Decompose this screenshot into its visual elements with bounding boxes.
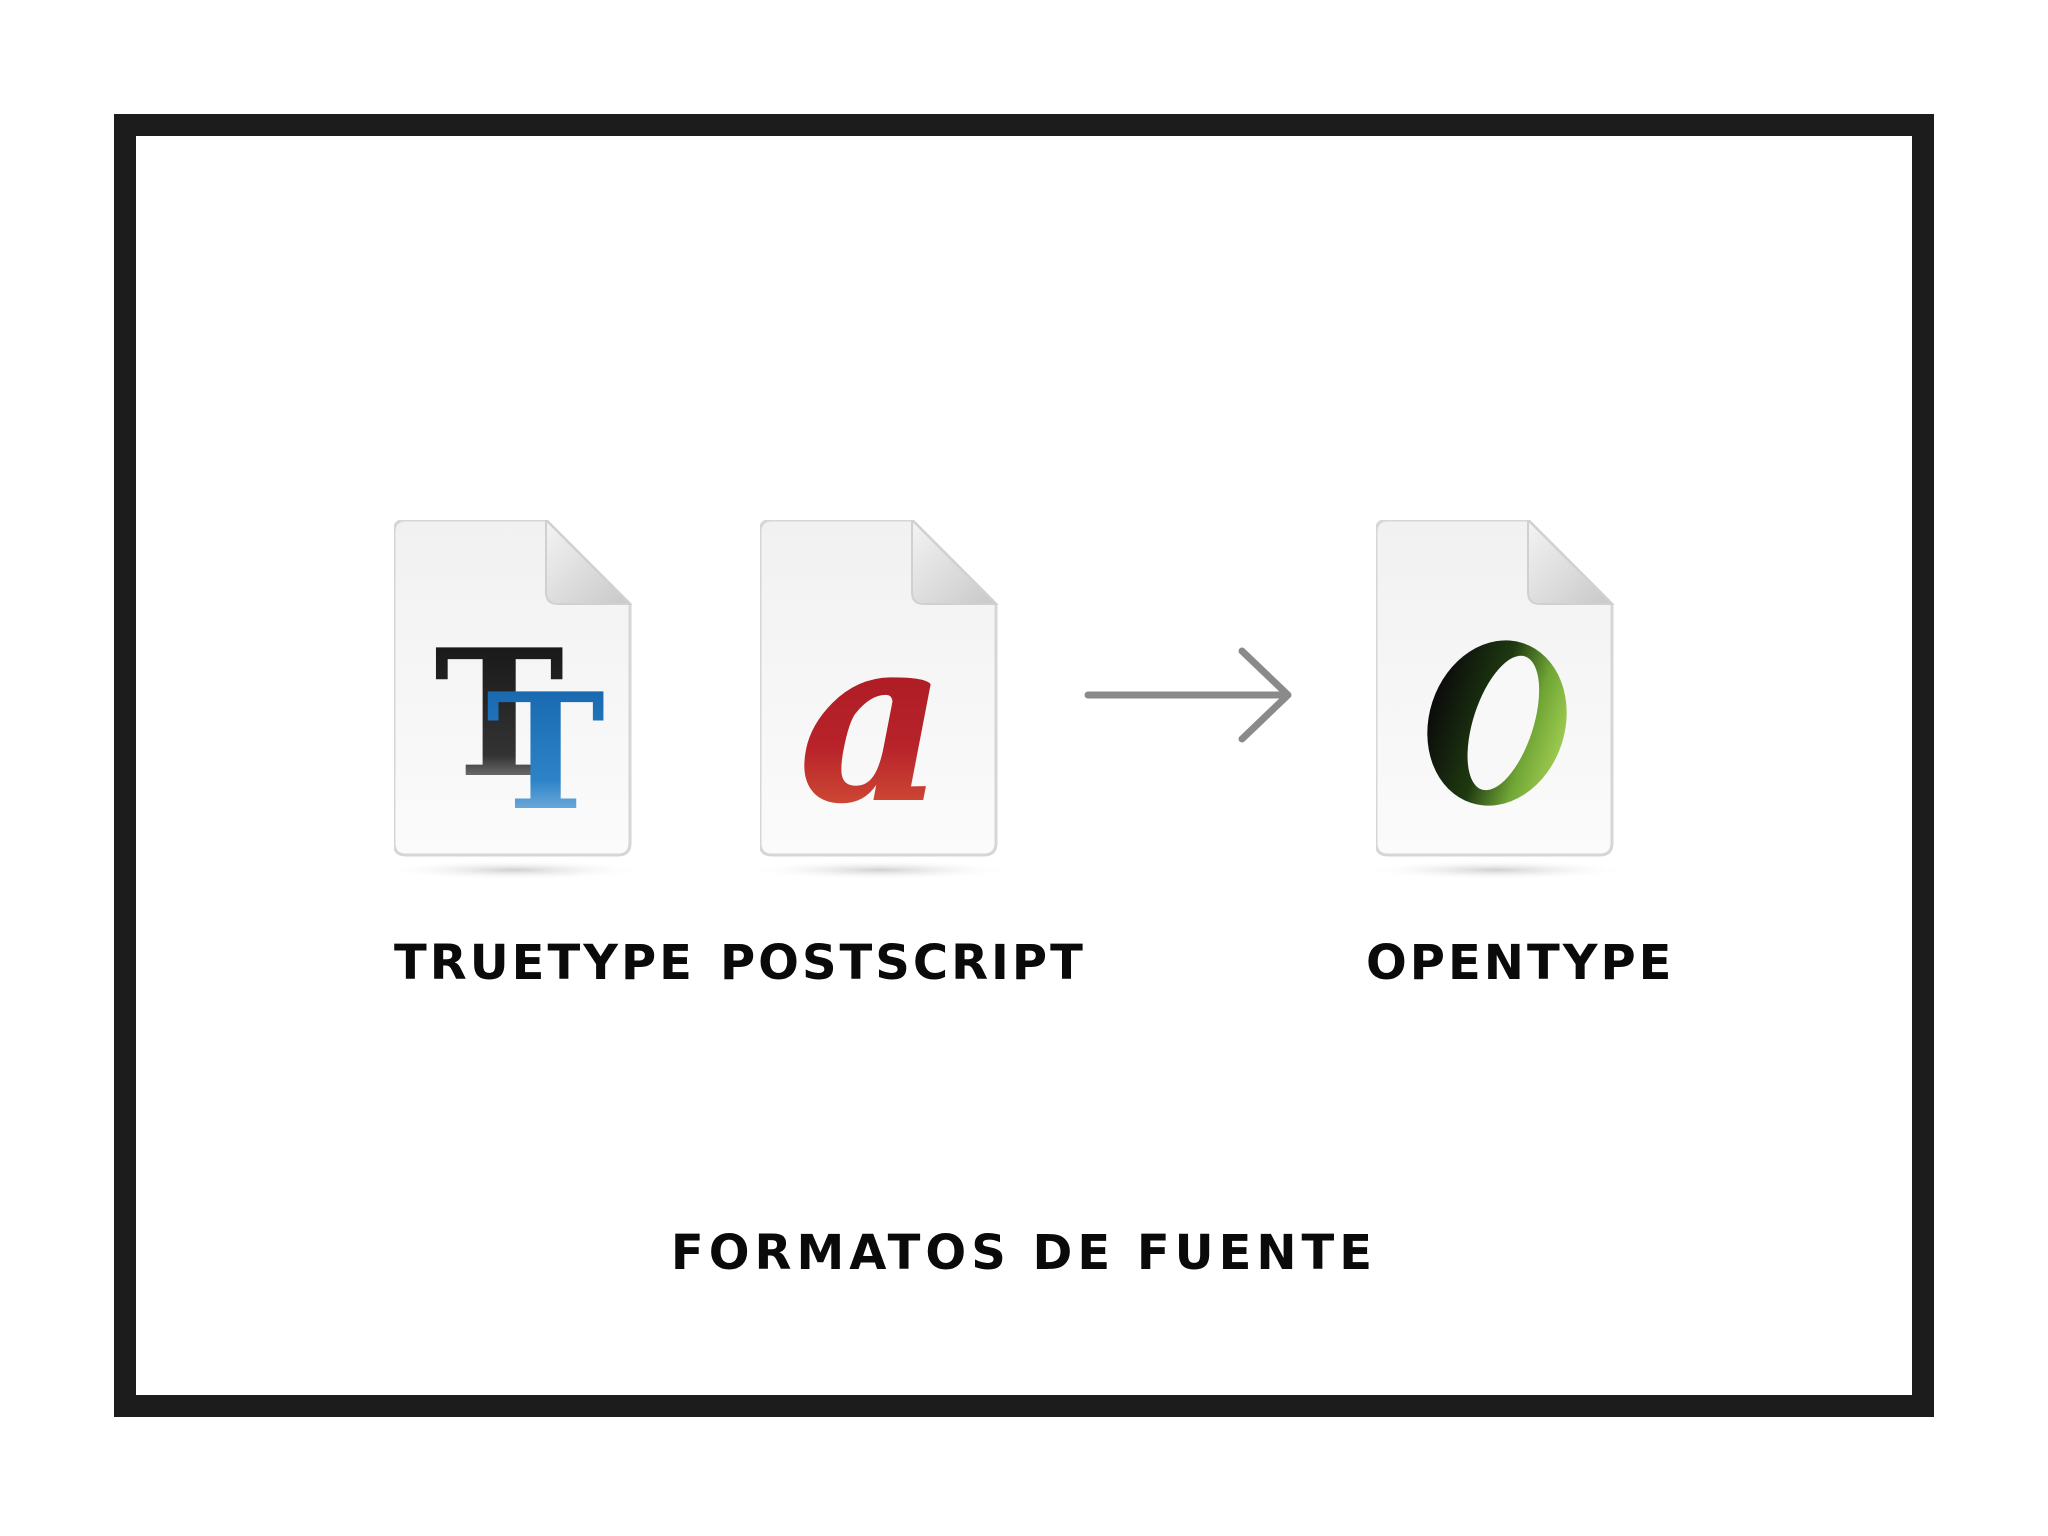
diagram-caption: FORMATOS DE FUENTE xyxy=(670,1225,1378,1281)
opentype-label: OPENTYPE xyxy=(1366,935,1675,991)
opentype-glyph xyxy=(1427,640,1567,806)
postscript-file-icon: a xyxy=(760,520,1000,880)
truetype-file-icon: T T xyxy=(394,520,634,880)
postscript-glyph: a xyxy=(798,585,947,855)
opentype-file-icon xyxy=(1376,520,1616,880)
truetype-label: TRUETYPE xyxy=(394,935,695,991)
truetype-glyph-dark: T xyxy=(434,612,564,817)
right-arrow-icon xyxy=(1080,645,1300,749)
diagram-frame xyxy=(114,114,1934,1417)
truetype-glyph-accent: T xyxy=(486,658,605,846)
postscript-label: POSTSCRIPT xyxy=(720,935,1086,991)
